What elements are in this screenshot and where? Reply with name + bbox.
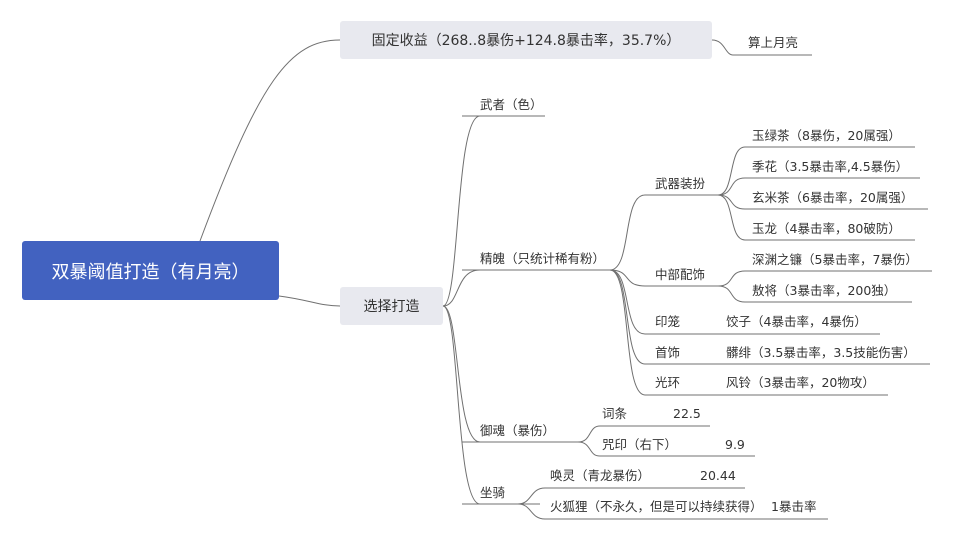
jingpo-node[interactable]: 精魄（只统计稀有粉）: [480, 251, 606, 266]
root-node[interactable]: 双暴阈值打造（有月亮）: [22, 241, 279, 300]
yinlong-item[interactable]: 饺子（4暴击率，4暴伤）: [726, 314, 867, 329]
weapon-item[interactable]: 玉龙（4暴击率，80破防）: [752, 221, 901, 236]
yuhun-item-label[interactable]: 咒印（右下）: [602, 437, 678, 452]
fixed-note[interactable]: 算上月亮: [748, 35, 799, 50]
zuoqi-item-label[interactable]: 火狐狸（不永久，但是可以持续获得）: [550, 499, 763, 514]
guanghuan-node[interactable]: 光环: [655, 375, 681, 390]
zuoqi-item-value: 20.44: [700, 468, 736, 483]
weapon-item[interactable]: 玄米茶（6暴击率，20属强）: [752, 190, 914, 205]
zuoqi-item-label[interactable]: 唤灵（青龙暴伤）: [550, 468, 651, 483]
yinlong-node[interactable]: 印笼: [655, 314, 681, 329]
weapon-item[interactable]: 玉绿茶（8暴伤，20属强）: [752, 128, 901, 143]
shoushi-node[interactable]: 首饰: [655, 345, 681, 360]
wuzhe-node[interactable]: 武者（色）: [480, 97, 543, 112]
weapon-item[interactable]: 季花（3.5暴击率,4.5暴伤）: [752, 159, 909, 174]
build-node[interactable]: 选择打造: [340, 287, 443, 325]
weapon-node[interactable]: 武器装扮: [655, 176, 706, 191]
zuoqi-node[interactable]: 坐骑: [480, 485, 506, 500]
middle-node[interactable]: 中部配饰: [655, 267, 706, 282]
shoushi-item[interactable]: 髒绯（3.5暴击率，3.5技能伤害）: [726, 345, 916, 360]
yuhun-item-value: 22.5: [673, 406, 701, 421]
fixed-income-node[interactable]: 固定收益（268..8暴伤+124.8暴击率，35.7%）: [340, 21, 712, 59]
yuhun-item-value: 9.9: [725, 437, 745, 452]
middle-item[interactable]: 深渊之镰（5暴击率，7暴伤）: [752, 252, 918, 267]
zuoqi-item-value: 1暴击率: [771, 499, 817, 514]
yuhun-item-label[interactable]: 词条: [602, 406, 628, 421]
yuhun-node[interactable]: 御魂（暴伤）: [480, 423, 556, 438]
guanghuan-item[interactable]: 风铃（3暴击率，20物攻）: [726, 375, 875, 390]
middle-item[interactable]: 敖将（3暴击率，200独）: [752, 283, 897, 298]
